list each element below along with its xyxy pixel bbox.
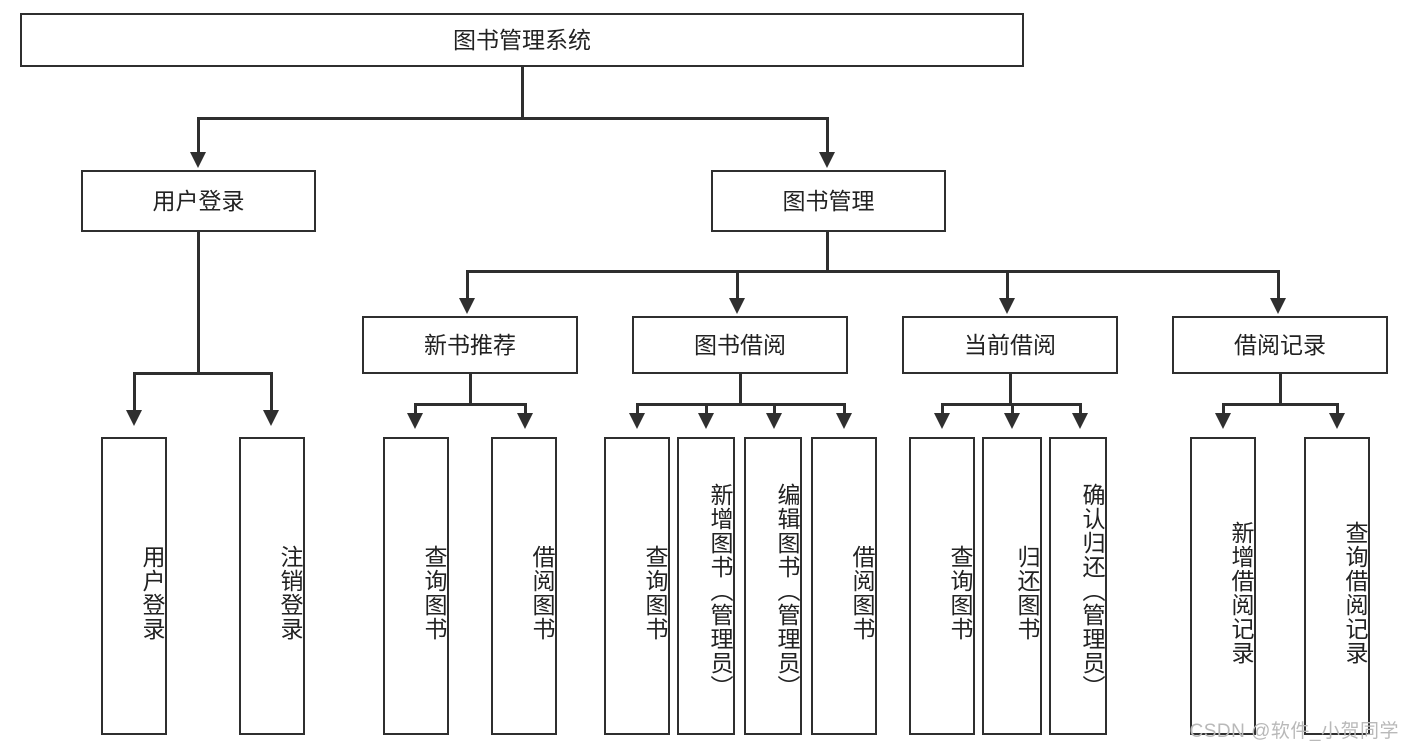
node-current-borrow[interactable]: 当前借阅 bbox=[902, 316, 1118, 374]
node-label: 借阅记录 bbox=[1234, 331, 1326, 358]
edge-newbook-to-leaf2 bbox=[524, 403, 527, 415]
edge-bookborrow-to-leaf1 bbox=[636, 403, 639, 415]
leaf-current-borrow-return[interactable]: 归还图书 bbox=[982, 437, 1042, 735]
edge-bookmgmt-to-l3-4 bbox=[1277, 270, 1280, 300]
arrow-bookborrow-to-leaf2 bbox=[698, 413, 714, 429]
node-label: 新增图书（管理员） bbox=[707, 483, 733, 699]
node-label: 图书借阅 bbox=[694, 331, 786, 358]
arrow-userlogin-to-leaf2 bbox=[263, 410, 279, 426]
arrow-bookborrow-to-leaf1 bbox=[629, 413, 645, 429]
csdn-watermark: CSDN @软件_小贺同学 bbox=[1189, 721, 1399, 742]
edge-newbook-stem bbox=[469, 374, 472, 405]
edge-bookmgmt-to-l3-3 bbox=[1006, 270, 1009, 300]
leaf-book-borrow-edit[interactable]: 编辑图书（管理员） bbox=[744, 437, 802, 735]
arrow-borrowrecord-to-leaf1 bbox=[1215, 413, 1231, 429]
edge-borrowrecord-to-leaf2 bbox=[1336, 403, 1339, 415]
edge-bookborrow-to-leaf3 bbox=[773, 403, 776, 415]
node-label: 确认归还（管理员） bbox=[1079, 483, 1105, 699]
edge-currentborrow-stem bbox=[1009, 374, 1012, 405]
node-label: 当前借阅 bbox=[964, 331, 1056, 358]
node-label: 查询借阅记录 bbox=[1342, 521, 1368, 665]
arrow-bookborrow-to-leaf4 bbox=[836, 413, 852, 429]
edge-root-to-userlogin bbox=[197, 117, 200, 154]
edge-root-stem bbox=[521, 67, 524, 119]
edge-newbook-to-leaf1 bbox=[414, 403, 417, 415]
edge-userlogin-stem bbox=[197, 232, 200, 374]
edge-borrowrecord-stem bbox=[1279, 374, 1282, 405]
arrow-newbook-to-leaf2 bbox=[517, 413, 533, 429]
node-label: 用户登录 bbox=[139, 545, 165, 641]
leaf-current-borrow-confirm-return[interactable]: 确认归还（管理员） bbox=[1049, 437, 1107, 735]
leaf-current-borrow-query[interactable]: 查询图书 bbox=[909, 437, 975, 735]
leaf-book-borrow-add[interactable]: 新增图书（管理员） bbox=[677, 437, 735, 735]
arrow-root-to-userlogin bbox=[190, 152, 206, 168]
node-book-borrow[interactable]: 图书借阅 bbox=[632, 316, 848, 374]
leaf-borrow-record-add[interactable]: 新增借阅记录 bbox=[1190, 437, 1256, 735]
node-label: 查询图书 bbox=[642, 545, 668, 641]
node-label: 借阅图书 bbox=[849, 545, 875, 641]
arrow-userlogin-to-leaf1 bbox=[126, 410, 142, 426]
edge-bookmgmt-to-l3-2 bbox=[736, 270, 739, 300]
leaf-borrow-record-query[interactable]: 查询借阅记录 bbox=[1304, 437, 1370, 735]
leaf-user-login-logout[interactable]: 注销登录 bbox=[239, 437, 305, 735]
arrow-bookmgmt-to-l3-2 bbox=[729, 298, 745, 314]
node-label: 编辑图书（管理员） bbox=[774, 483, 800, 699]
node-book-management[interactable]: 图书管理 bbox=[711, 170, 946, 232]
node-label: 新增借阅记录 bbox=[1228, 521, 1254, 665]
edge-borrowrecord-bus bbox=[1222, 403, 1338, 406]
edge-userlogin-to-leaf1 bbox=[133, 372, 136, 412]
node-label: 借阅图书 bbox=[529, 545, 555, 641]
edge-currentborrow-to-leaf3 bbox=[1079, 403, 1082, 415]
leaf-book-borrow-query[interactable]: 查询图书 bbox=[604, 437, 670, 735]
node-borrow-record[interactable]: 借阅记录 bbox=[1172, 316, 1388, 374]
node-label: 查询图书 bbox=[947, 545, 973, 641]
edge-currentborrow-to-leaf1 bbox=[941, 403, 944, 415]
node-label: 注销登录 bbox=[277, 545, 303, 641]
edge-bookmgmt-bus bbox=[466, 270, 1280, 273]
arrow-bookmgmt-to-l3-3 bbox=[999, 298, 1015, 314]
edge-bookborrow-to-leaf4 bbox=[843, 403, 846, 415]
leaf-new-book-query[interactable]: 查询图书 bbox=[383, 437, 449, 735]
node-label: 图书管理 bbox=[782, 187, 875, 214]
edge-root-to-bookmgmt bbox=[826, 117, 829, 154]
node-label: 图书管理系统 bbox=[453, 26, 591, 53]
node-label: 用户登录 bbox=[152, 187, 245, 214]
leaf-user-login-login[interactable]: 用户登录 bbox=[101, 437, 167, 735]
node-user-login[interactable]: 用户登录 bbox=[81, 170, 316, 232]
edge-bookborrow-to-leaf2 bbox=[705, 403, 708, 415]
edge-root-bus bbox=[197, 117, 828, 120]
edge-bookborrow-stem bbox=[739, 374, 742, 405]
node-label: 新书推荐 bbox=[424, 331, 516, 358]
arrow-bookborrow-to-leaf3 bbox=[766, 413, 782, 429]
edge-newbook-bus bbox=[414, 403, 526, 406]
arrow-currentborrow-to-leaf3 bbox=[1072, 413, 1088, 429]
arrow-bookmgmt-to-l3-4 bbox=[1270, 298, 1286, 314]
node-new-book-recommend[interactable]: 新书推荐 bbox=[362, 316, 578, 374]
arrow-root-to-bookmgmt bbox=[819, 152, 835, 168]
edge-bookmgmt-stem bbox=[826, 232, 829, 272]
edge-userlogin-bus bbox=[133, 372, 272, 375]
node-root-system[interactable]: 图书管理系统 bbox=[20, 13, 1024, 67]
edge-borrowrecord-to-leaf1 bbox=[1222, 403, 1225, 415]
arrow-currentborrow-to-leaf2 bbox=[1004, 413, 1020, 429]
edge-bookmgmt-to-l3-1 bbox=[466, 270, 469, 300]
leaf-book-borrow-borrow[interactable]: 借阅图书 bbox=[811, 437, 877, 735]
arrow-borrowrecord-to-leaf2 bbox=[1329, 413, 1345, 429]
edge-currentborrow-to-leaf2 bbox=[1011, 403, 1014, 415]
arrow-bookmgmt-to-l3-1 bbox=[459, 298, 475, 314]
leaf-new-book-borrow[interactable]: 借阅图书 bbox=[491, 437, 557, 735]
node-label: 查询图书 bbox=[421, 545, 447, 641]
arrow-currentborrow-to-leaf1 bbox=[934, 413, 950, 429]
node-label: 归还图书 bbox=[1014, 545, 1040, 641]
arrow-newbook-to-leaf1 bbox=[407, 413, 423, 429]
edge-userlogin-to-leaf2 bbox=[270, 372, 273, 412]
edge-bookborrow-bus bbox=[636, 403, 846, 406]
